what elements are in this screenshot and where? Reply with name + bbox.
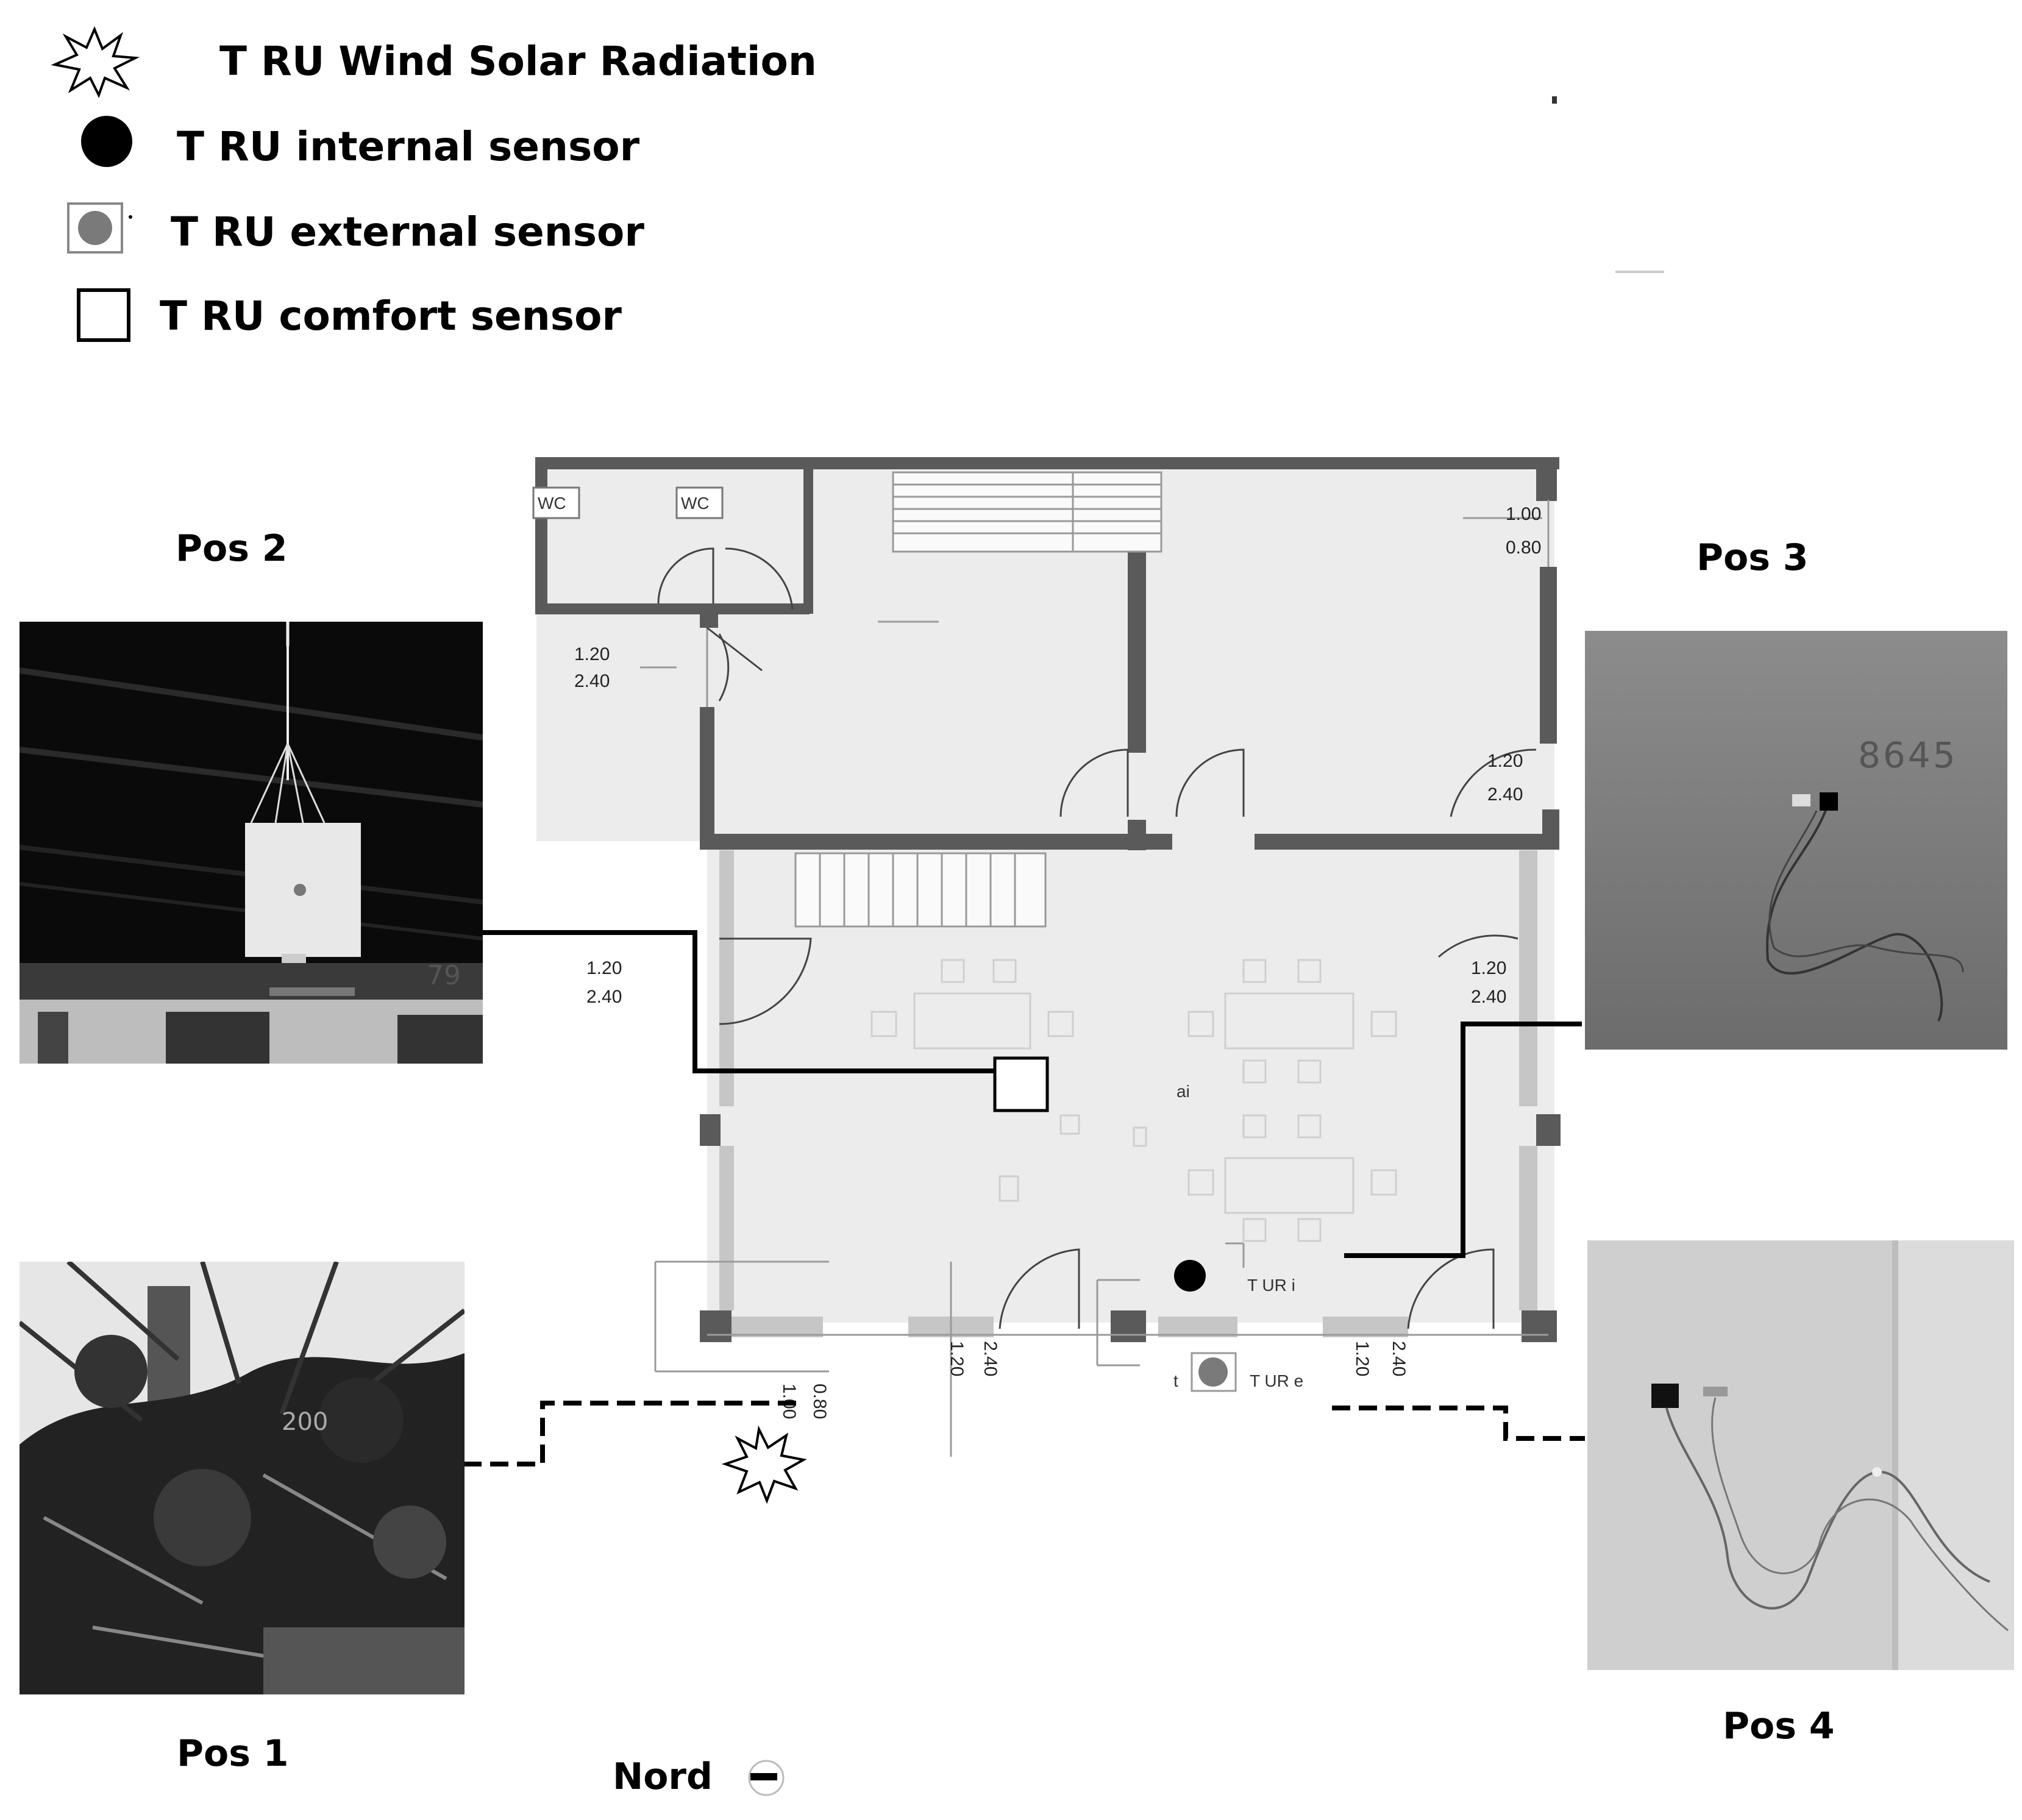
photo-pos2: 79 [20, 622, 483, 1064]
dim-lower-right-b: 2.40 [1471, 987, 1506, 1007]
dim-mid-right-a: 1.20 [1487, 751, 1523, 771]
photo-pos1: 200 [20, 1262, 465, 1694]
dim-top-right-a: 1.00 [1506, 504, 1541, 524]
dim-bottom-2-a: 1.20 [947, 1341, 967, 1376]
pos2-label: Pos 2 [176, 527, 288, 570]
wc-label-1: WC [538, 494, 566, 513]
empty-square-icon [77, 288, 130, 342]
legend-item-wind-solar: T RU Wind Solar Radiation [49, 24, 817, 98]
dim-lower-left-b: 2.40 [586, 987, 622, 1007]
legend-item-external: T RU external sensor [66, 201, 644, 262]
pos1-label: Pos 1 [177, 1732, 289, 1775]
plan-doors [657, 547, 1537, 1329]
legend-label-comfort: T RU comfort sensor [160, 292, 622, 339]
dim-bottom-2-b: 2.40 [980, 1341, 1000, 1376]
north-arrow-icon [748, 1760, 785, 1796]
pos2-photo-number: 79 [427, 960, 461, 991]
pos3-label: Pos 3 [1696, 536, 1809, 579]
legend-label-internal: T RU internal sensor [177, 123, 640, 170]
stray-mark-1 [1552, 96, 1557, 104]
plan-wc-boxes [532, 486, 724, 519]
legend-item-comfort: T RU comfort sensor [76, 288, 622, 344]
legend-label-external: T RU external sensor [171, 208, 644, 255]
external-sensor-marker [1198, 1357, 1228, 1387]
dim-mid-right-b: 2.40 [1487, 784, 1523, 805]
starburst-icon [51, 26, 140, 98]
connector-pos2 [482, 930, 995, 1073]
compass: Nord [613, 1752, 792, 1801]
dim-lower-right-a: 1.20 [1471, 958, 1506, 978]
connector-pos1 [463, 1401, 805, 1466]
plan-thin-lines [640, 500, 1550, 1457]
dim-lower-left-a: 1.20 [586, 958, 622, 978]
external-sensor-label: T UR e [1250, 1371, 1303, 1390]
photo-pos4 [1587, 1240, 2014, 1670]
external-sensor-prefix: t [1173, 1371, 1178, 1390]
pos4-label: Pos 4 [1723, 1705, 1835, 1747]
dim-bottom-1-b: 0.80 [810, 1384, 830, 1419]
plan-walls [535, 457, 1561, 1342]
connector-pos3 [1344, 1022, 1582, 1258]
plan-stairs-lower [794, 852, 1047, 928]
stray-mark-2 [1615, 271, 1664, 273]
internal-sensor-label: T UR i [1247, 1276, 1295, 1295]
plan-light-walls [719, 850, 1537, 1337]
photo-pos3: 8645 [1585, 631, 2007, 1050]
wc-label-2: WC [681, 494, 710, 513]
plan-stairs-upper [892, 471, 1162, 553]
black-dot-icon [81, 116, 132, 167]
dim-bottom-3-a: 1.20 [1352, 1341, 1372, 1376]
wind-solar-sensor-marker [721, 1425, 807, 1504]
dim-left-door-b: 2.40 [574, 671, 610, 691]
grey-dot-icon [67, 202, 132, 254]
legend-label-wind-solar: T RU Wind Solar Radiation [219, 37, 817, 85]
dim-bottom-3-b: 2.40 [1389, 1341, 1409, 1376]
room-mark: ai [1177, 1082, 1190, 1101]
pos1-photo-number: 200 [282, 1408, 329, 1436]
legend-item-internal: T RU internal sensor [76, 116, 639, 177]
pos3-photo-number: 8645 [1858, 734, 1958, 776]
comfort-sensor-marker [993, 1056, 1049, 1112]
dim-left-door-a: 1.20 [574, 644, 610, 664]
internal-sensor-marker [1174, 1260, 1206, 1292]
plan-furniture [870, 959, 1397, 1242]
compass-label: Nord [613, 1755, 713, 1798]
connector-pos4 [1332, 1406, 1585, 1441]
dim-top-right-b: 0.80 [1506, 538, 1541, 558]
